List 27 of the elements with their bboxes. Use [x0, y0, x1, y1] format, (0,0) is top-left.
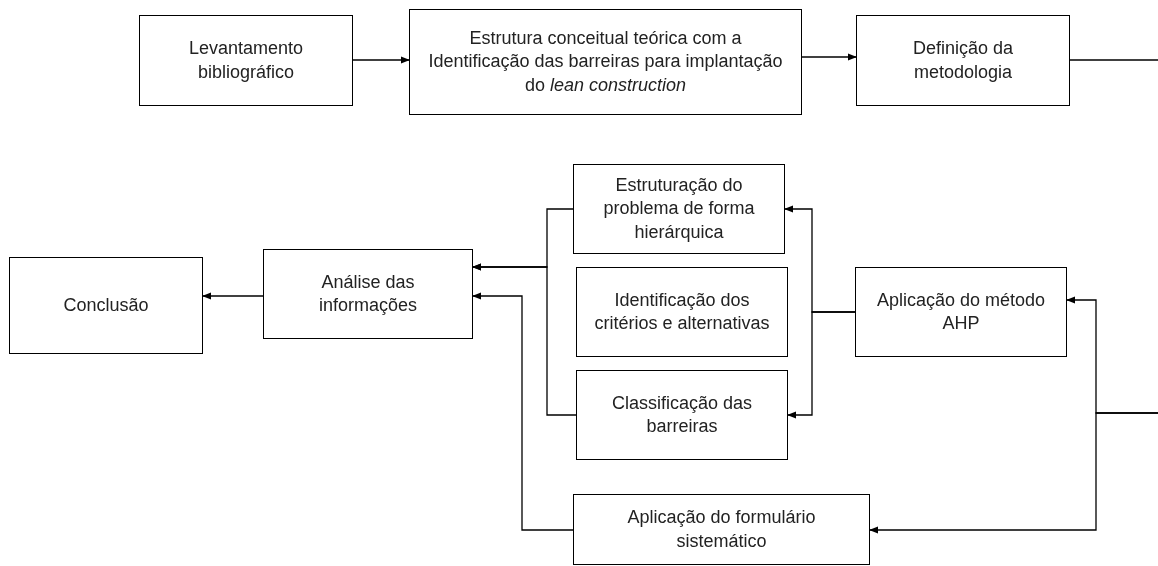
arrow: [352, 56, 410, 64]
process-box: [576, 267, 788, 357]
box-text: Definição da metodologia: [911, 37, 1015, 84]
arrow: [472, 263, 577, 416]
box-text: Classificação das barreiras: [610, 391, 754, 438]
arrow: [202, 292, 264, 300]
process-box: [856, 15, 1070, 106]
process-box: [139, 15, 353, 106]
process-box: [576, 370, 788, 460]
box-text: Identificação dos critérios e alternativas: [593, 288, 771, 335]
arrow: [869, 412, 1158, 534]
arrow: [801, 53, 857, 61]
process-box: [263, 249, 473, 339]
box-text: Estruturação do problema de forma hierárquica: [602, 173, 756, 244]
process-box: [573, 164, 785, 254]
arrow: [472, 292, 574, 531]
process-box: [855, 267, 1067, 357]
box-text: Estrutura conceitual teórica com a Identificação das barreiras para implantação do lean construction: [427, 26, 784, 97]
process-box: [573, 494, 870, 565]
box-text: Aplicação do método AHP: [875, 288, 1047, 335]
box-text: Aplicação do formulário sistemático: [626, 506, 817, 553]
process-box: [9, 257, 203, 354]
arrow: [787, 311, 856, 419]
box-text: Análise das informações: [317, 270, 418, 317]
box-text: Conclusão: [63, 293, 149, 317]
process-box: [409, 9, 802, 115]
box-text: Levantamento bibliográfico: [187, 37, 305, 84]
